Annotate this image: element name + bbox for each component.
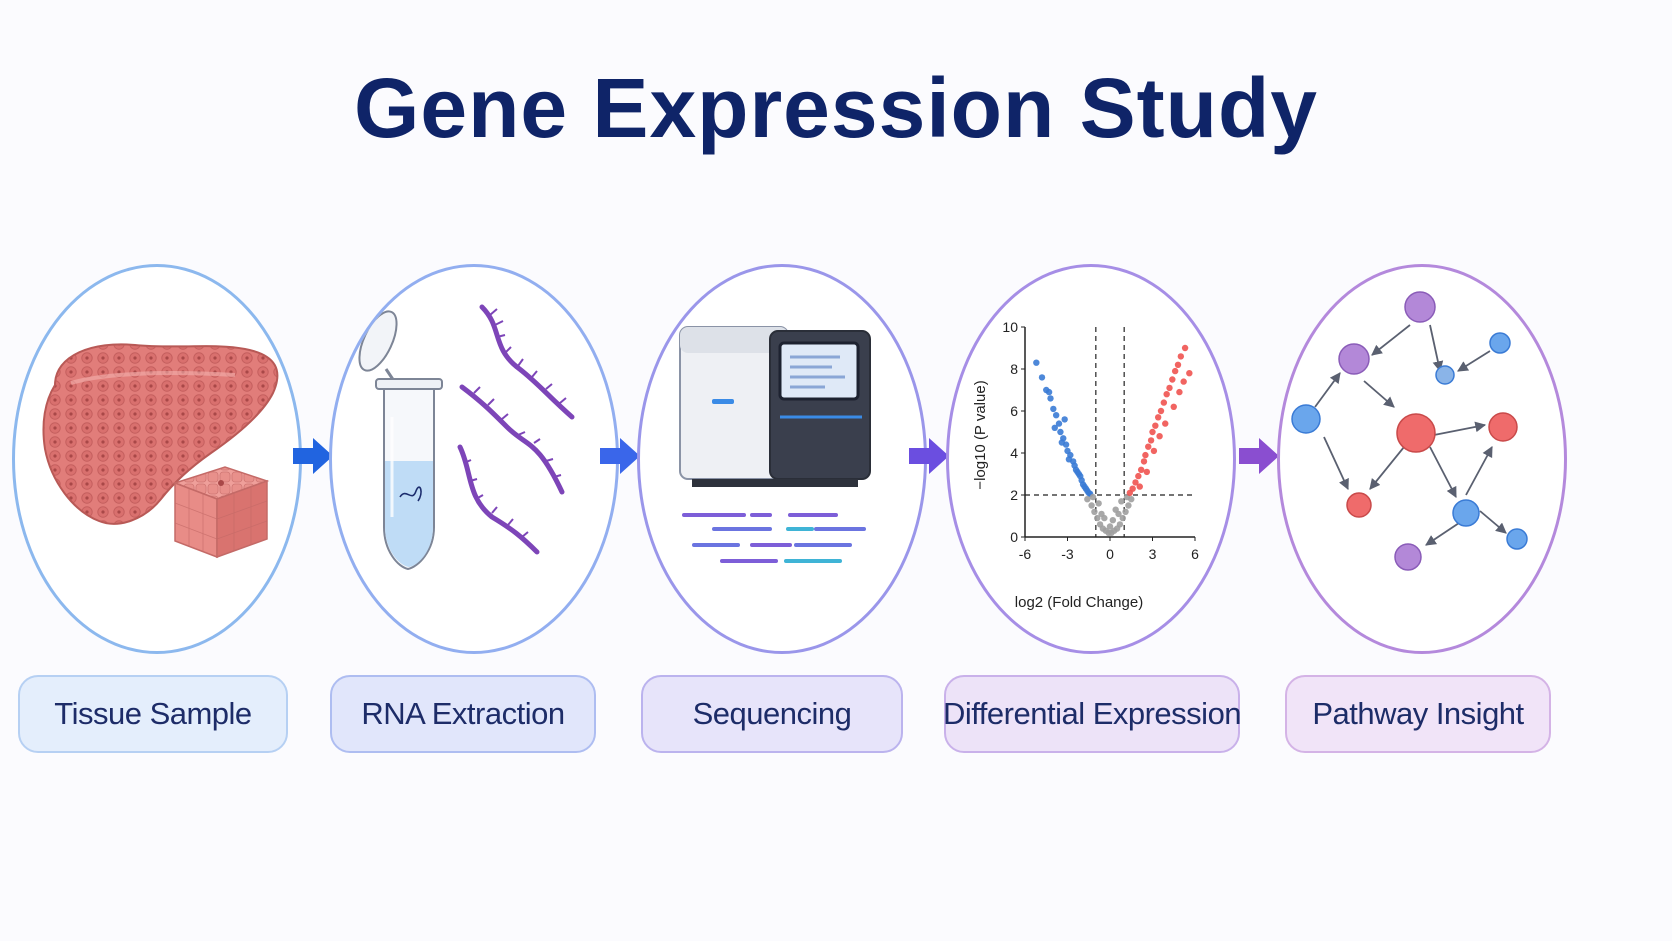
step-label-sequencing: Sequencing bbox=[641, 675, 903, 753]
data-point bbox=[1095, 500, 1102, 507]
data-point bbox=[1084, 496, 1091, 503]
data-point bbox=[1171, 367, 1179, 375]
data-point bbox=[1055, 420, 1063, 427]
data-point bbox=[1163, 391, 1170, 398]
x-tick-label: -3 bbox=[1061, 546, 1074, 562]
y-tick-label: 8 bbox=[1010, 361, 1018, 377]
stage-sequencing bbox=[637, 264, 927, 654]
data-point bbox=[1150, 447, 1158, 455]
liver-tissue-icon bbox=[42, 343, 279, 559]
data-point bbox=[1112, 506, 1119, 513]
data-point bbox=[1051, 424, 1058, 431]
data-point bbox=[1052, 412, 1060, 419]
x-tick-label: 0 bbox=[1106, 546, 1114, 562]
data-point bbox=[1088, 502, 1095, 509]
step-label-differential-expression: Differential Expression bbox=[943, 675, 1242, 753]
data-point bbox=[1180, 378, 1187, 385]
volcano-plot-icon: 0 2 4 6 8 10 -6 -3 0 3 6 −log10 (P value) log2 (Fo… bbox=[972, 319, 1199, 611]
stage-pathway-insight bbox=[1277, 264, 1567, 654]
data-point bbox=[1152, 422, 1159, 429]
data-point bbox=[1136, 483, 1143, 490]
page-title: Gene Expression Study bbox=[354, 61, 1318, 155]
data-point bbox=[1118, 498, 1125, 505]
network-icon bbox=[1291, 291, 1528, 571]
data-point bbox=[1169, 376, 1176, 383]
data-point bbox=[1109, 517, 1117, 524]
data-point bbox=[1147, 437, 1155, 444]
data-point bbox=[1162, 420, 1169, 427]
data-point bbox=[1135, 472, 1142, 480]
data-point bbox=[1154, 414, 1162, 421]
data-point bbox=[1160, 399, 1168, 406]
data-point bbox=[1129, 485, 1136, 492]
data-point bbox=[1142, 451, 1149, 459]
y-tick-label: 2 bbox=[1010, 487, 1018, 503]
data-point bbox=[1047, 395, 1054, 402]
data-point bbox=[1177, 353, 1185, 360]
data-point bbox=[1132, 479, 1139, 486]
y-axis-label: −log10 (P value) bbox=[972, 380, 989, 489]
data-point bbox=[1176, 388, 1183, 396]
data-point bbox=[1033, 359, 1040, 366]
data-point bbox=[1166, 384, 1173, 392]
data-point bbox=[1058, 439, 1066, 446]
sequencer-icon bbox=[679, 326, 871, 563]
data-point bbox=[1057, 428, 1064, 436]
data-point bbox=[1143, 468, 1151, 476]
step-label-tissue-sample: Tissue Sample bbox=[18, 675, 288, 753]
data-point bbox=[1091, 508, 1098, 515]
data-point bbox=[1145, 443, 1152, 450]
data-point bbox=[1116, 521, 1124, 528]
x-tick-label: -6 bbox=[1019, 546, 1032, 562]
arrow-right-icon bbox=[598, 434, 642, 478]
data-point bbox=[1094, 514, 1101, 522]
y-tick-label: 0 bbox=[1010, 529, 1018, 545]
data-point bbox=[1125, 502, 1132, 509]
step-label-rna-extraction: RNA Extraction bbox=[330, 675, 596, 753]
data-point bbox=[1181, 344, 1189, 352]
rna-tube-icon bbox=[358, 304, 575, 571]
x-tick-label: 6 bbox=[1191, 546, 1199, 562]
data-point bbox=[1149, 428, 1156, 436]
data-point bbox=[1074, 468, 1081, 476]
stage-tissue-sample bbox=[12, 264, 302, 654]
data-point bbox=[1186, 370, 1193, 377]
y-tick-label: 10 bbox=[1002, 319, 1018, 335]
data-point bbox=[1140, 458, 1148, 465]
arrow-right-icon bbox=[1237, 434, 1281, 478]
data-point bbox=[1157, 407, 1165, 415]
data-point bbox=[1174, 361, 1182, 368]
x-axis-label: log2 (Fold Change) bbox=[1015, 594, 1143, 611]
y-tick-label: 4 bbox=[1010, 445, 1018, 461]
x-tick-label: 3 bbox=[1149, 546, 1157, 562]
data-point bbox=[1122, 508, 1129, 515]
data-point bbox=[1050, 405, 1057, 413]
data-point bbox=[1170, 403, 1177, 410]
data-point bbox=[1156, 433, 1163, 440]
y-tick-label: 6 bbox=[1010, 403, 1018, 419]
arrow-right-icon bbox=[291, 434, 335, 478]
data-point bbox=[1106, 523, 1114, 530]
data-point bbox=[1045, 388, 1053, 396]
step-label-pathway-insight: Pathway Insight bbox=[1285, 675, 1551, 753]
data-point bbox=[1089, 493, 1097, 501]
data-point bbox=[1038, 374, 1046, 381]
data-point bbox=[1061, 416, 1068, 423]
data-point bbox=[1119, 514, 1126, 522]
stage-rna-extraction bbox=[329, 264, 619, 654]
data-point bbox=[1065, 456, 1073, 463]
data-point bbox=[1137, 466, 1145, 473]
arrow-right-icon bbox=[907, 434, 951, 478]
data-point bbox=[1101, 514, 1108, 522]
stage-differential-expression: 0 2 4 6 8 10 -6 -3 0 3 6 −log10 (P value) log2 (Fo… bbox=[946, 264, 1236, 654]
